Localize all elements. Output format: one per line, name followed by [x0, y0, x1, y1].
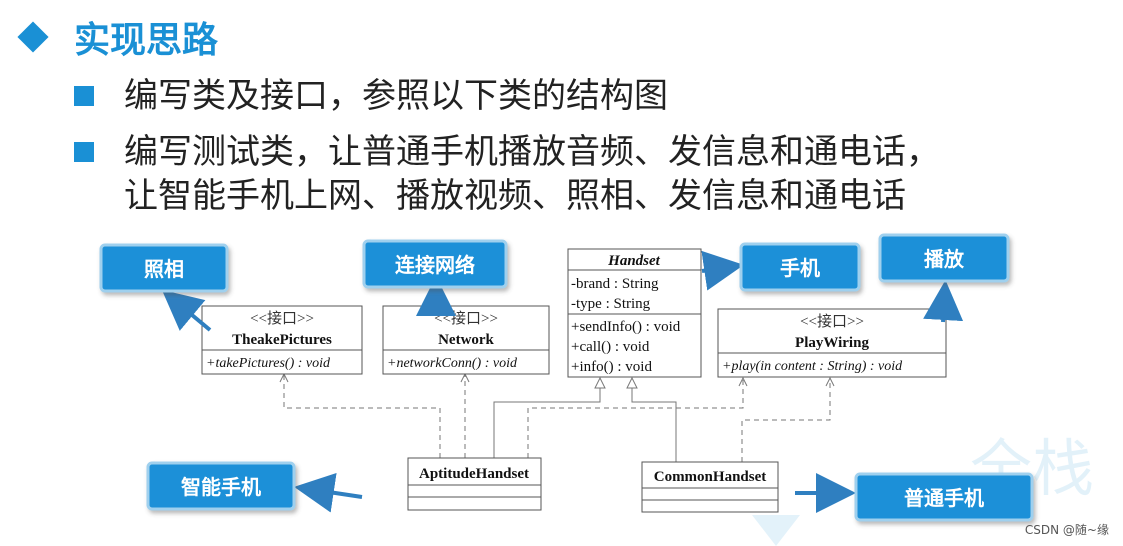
arrow-zhaoxiang — [161, 289, 212, 332]
callout-putong-label: 普通手机 — [904, 486, 984, 510]
section-heading: 实现思路 — [14, 12, 218, 62]
network-stereotype: <<接口>> — [434, 310, 498, 327]
callout-network-label: 连接网络 — [395, 253, 475, 277]
playwiring-stereotype: <<接口>> — [800, 313, 864, 330]
handset-attr-0: -brand : String — [571, 276, 659, 292]
relationships — [283, 374, 831, 462]
network-name: Network — [438, 332, 494, 348]
watermark-credit: CSDN @随~缘 — [1024, 523, 1109, 537]
class-commonhandset: CommonHandset — [641, 461, 779, 513]
playwiring-method-0: +play(in content : String) : void — [722, 359, 903, 374]
class-playwiring: <<接口>> PlayWiring +play(in content : Str… — [717, 308, 947, 378]
callouts: 照相 连接网络 手机 播放 智能手机 普通手机 — [99, 233, 1034, 522]
arrow-bofang — [923, 280, 964, 323]
callout-zhineng: 智能手机 — [146, 461, 296, 511]
callout-putong: 普通手机 — [854, 472, 1034, 522]
class-network: <<接口>> Network +networkConn() : void — [382, 305, 550, 375]
theake-name: TheakePictures — [232, 332, 332, 348]
network-method-0: +networkConn() : void — [387, 356, 518, 371]
callout-bofang-label: 播放 — [924, 247, 965, 271]
aptitude-to-handset-generalization — [493, 378, 601, 458]
bullet-text-1: 编写类及接口，参照以下类的结构图 — [124, 76, 668, 116]
playwiring-name: PlayWiring — [795, 335, 869, 351]
bullet-text-2-line1: 编写测试类，让普通手机播放音频、发信息和通电话， — [124, 132, 940, 172]
common-to-playwiring-realization — [741, 378, 831, 462]
bullet-text-2-line2: 让智能手机上网、播放视频、照相、发信息和通电话 — [124, 176, 906, 216]
square-bullet-icon — [74, 142, 94, 162]
class-theakepictures: <<接口>> TheakePictures +takePictures() : … — [201, 305, 363, 375]
callout-bofang: 播放 — [878, 233, 1010, 283]
relationship-heads — [279, 372, 835, 389]
aptitude-to-theake-realization — [283, 374, 441, 458]
aptitude-to-playwiring-realization — [527, 378, 744, 458]
handset-name: Handset — [607, 253, 661, 269]
callout-zhineng-label: 智能手机 — [181, 475, 261, 499]
bullet-text-2: 编写测试类，让普通手机播放音频、发信息和通电话， 让智能手机上网、播放视频、照相… — [124, 130, 940, 218]
callout-zhaoxiang: 照相 — [99, 243, 229, 293]
bullet-item-2: 编写测试类，让普通手机播放音频、发信息和通电话， 让智能手机上网、播放视频、照相… — [74, 130, 940, 218]
handset-method-2: +info() : void — [571, 359, 652, 375]
class-aptitudehandset: AptitudeHandset — [407, 457, 542, 511]
callout-network: 连接网络 — [362, 239, 508, 289]
square-bullet-icon — [74, 86, 94, 106]
callout-zhaoxiang-label: 照相 — [144, 257, 184, 281]
heading-title: 实现思路 — [74, 20, 219, 61]
aptitude-name: AptitudeHandset — [419, 466, 529, 482]
theake-method-0: +takePictures() : void — [206, 356, 331, 371]
callout-arrows — [161, 250, 964, 513]
arrow-shouji — [701, 250, 744, 291]
theake-stereotype: <<接口>> — [250, 310, 314, 327]
class-handset: Handset -brand : String -type : String +… — [567, 248, 702, 378]
handset-method-0: +sendInfo() : void — [571, 319, 681, 335]
callout-shouji-label: 手机 — [780, 256, 820, 280]
handset-method-1: +call() : void — [571, 339, 650, 355]
common-name: CommonHandset — [654, 469, 767, 485]
callout-shouji: 手机 — [739, 242, 861, 292]
handset-attr-1: -type : String — [571, 296, 651, 312]
common-to-handset-generalization — [631, 378, 677, 462]
arrow-zhineng — [294, 472, 363, 513]
bullet-item-1: 编写类及接口，参照以下类的结构图 — [74, 74, 668, 118]
